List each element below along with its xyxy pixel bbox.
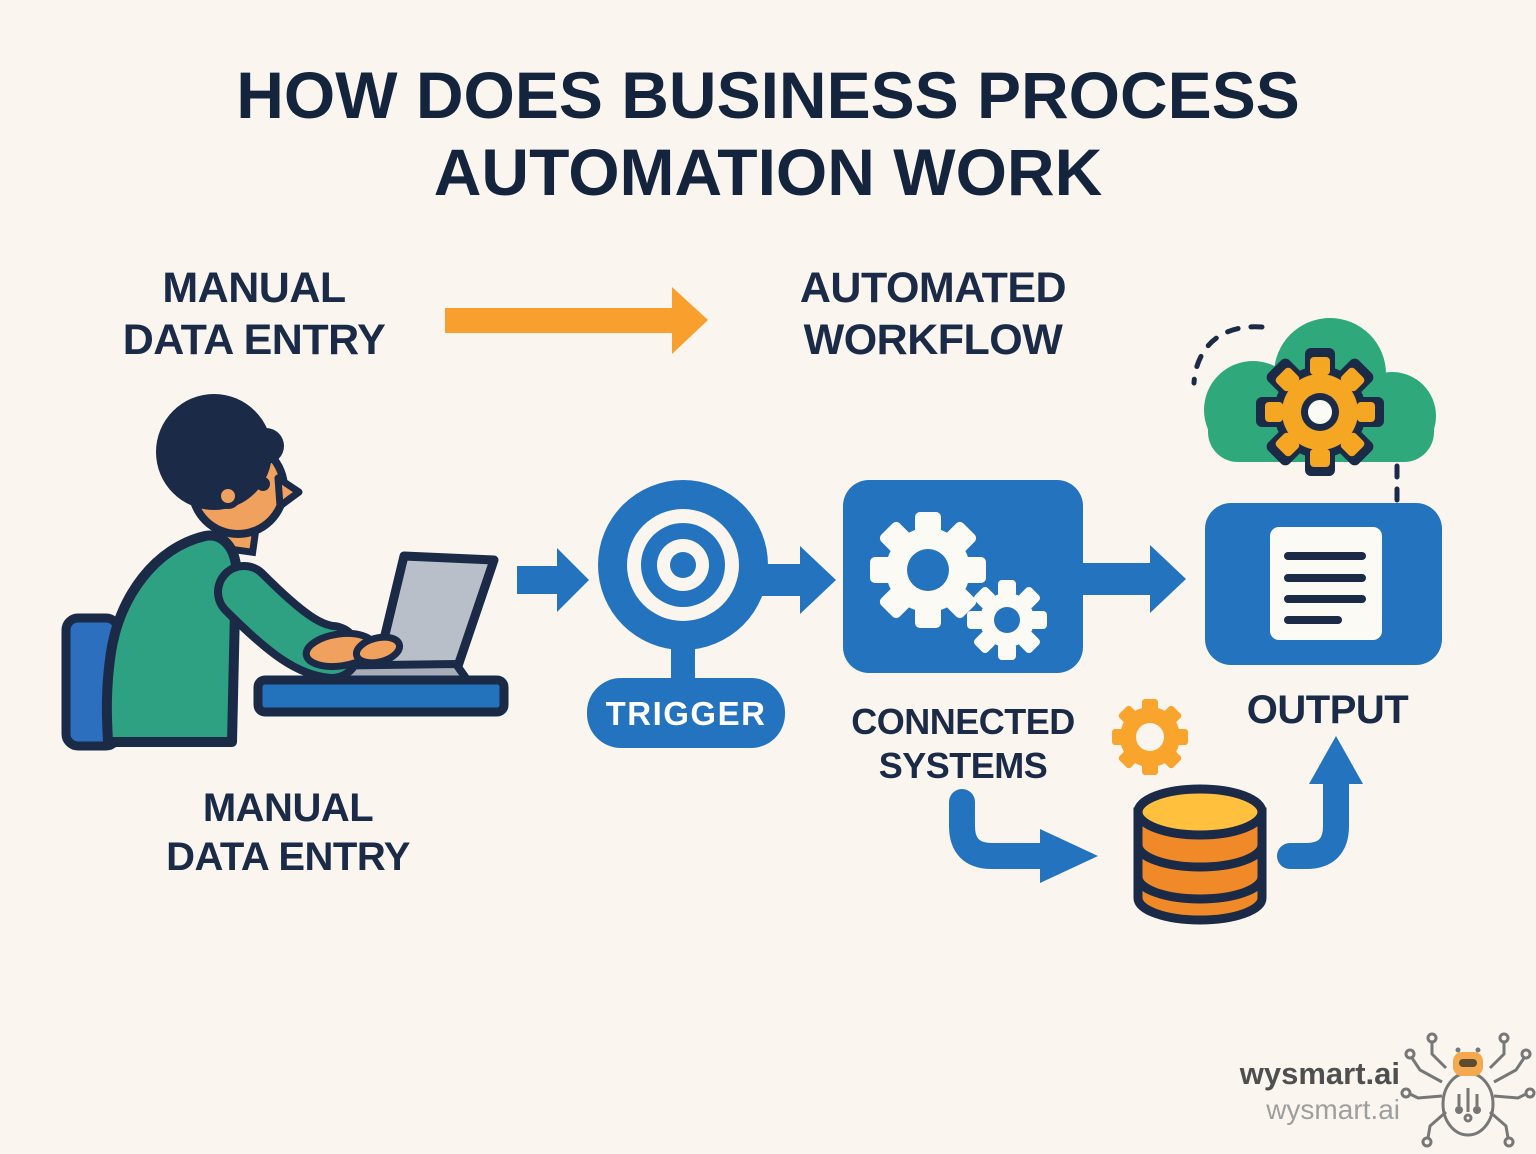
database-icon: [1133, 784, 1267, 925]
automated-line1: AUTOMATED: [799, 264, 1067, 312]
connected-systems-box: [843, 480, 1083, 673]
trigger-label: TRIGGER: [605, 695, 767, 732]
brand-name-secondary: wysmart.ai: [1266, 1094, 1400, 1125]
connected-line2: SYSTEMS: [878, 744, 1048, 786]
orange-right-arrow-icon: [445, 287, 708, 354]
manual-top-line1: MANUAL: [162, 264, 346, 312]
desk-icon: [253, 675, 509, 717]
connected-systems-label: CONNECTED SYSTEMS: [833, 700, 1093, 788]
circuit-spider-logo-icon: [1400, 1032, 1536, 1148]
page-title-line1: HOW DOES BUSINESS PROCESS: [236, 58, 1300, 132]
curved-arrow-up-icon: [1277, 736, 1363, 869]
caption-line2: DATA ENTRY: [166, 834, 410, 879]
connected-line1: CONNECTED: [851, 701, 1075, 742]
cloud-gear-icon: [1191, 318, 1436, 503]
brand-name-primary: wysmart.ai: [1239, 1056, 1400, 1091]
manual-top-line2: DATA ENTRY: [122, 316, 386, 365]
hair-icon: [156, 394, 272, 510]
dashed-arc-icon: [1191, 324, 1265, 386]
gear-small-icon: [967, 580, 1047, 660]
target-trigger-icon: [587, 480, 785, 748]
curved-arrow-down-icon: [949, 789, 1098, 883]
page-title-line2: AUTOMATION WORK: [433, 135, 1103, 209]
trigger-pill: [587, 678, 785, 748]
orange-gear-icon: [1112, 699, 1188, 775]
output-label: OUTPUT: [1246, 688, 1409, 732]
automated-workflow-label: AUTOMATED WORKFLOW: [735, 262, 1131, 367]
blue-arrow-3-icon: [1082, 545, 1186, 613]
manual-data-entry-caption: MANUAL DATA ENTRY: [88, 784, 488, 882]
manual-data-entry-top-label: MANUAL DATA ENTRY: [58, 262, 450, 367]
cloud-gear-cog-icon: [1256, 348, 1384, 476]
blue-arrow-2-icon: [752, 546, 836, 614]
gear-large-icon: [870, 512, 986, 628]
automated-line2: WORKFLOW: [803, 316, 1063, 365]
document-output-icon: [1205, 503, 1442, 665]
caption-line1: MANUAL: [202, 786, 374, 830]
blue-arrow-1-icon: [517, 548, 589, 612]
person-at-laptop-icon: [61, 394, 509, 751]
